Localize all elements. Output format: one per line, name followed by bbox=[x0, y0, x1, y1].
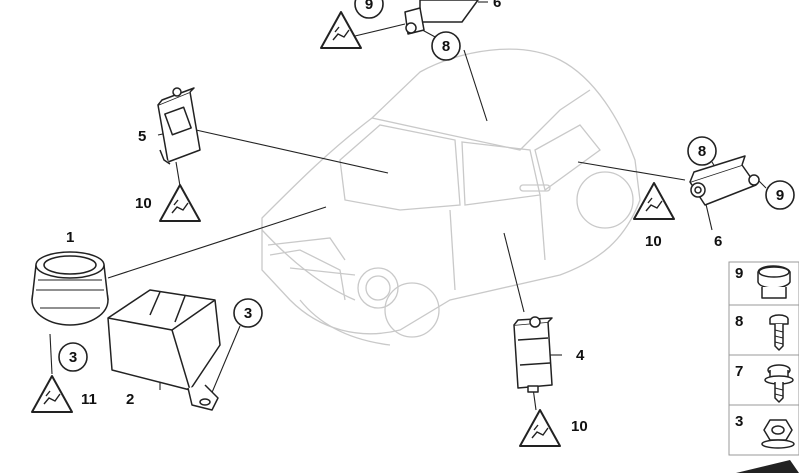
plug-icon bbox=[757, 265, 791, 299]
warning-triangles bbox=[31, 11, 675, 447]
callout-circle-3-mid bbox=[233, 298, 263, 328]
warning-triangle-icon bbox=[320, 11, 362, 49]
callout-circle-3-left bbox=[58, 342, 88, 372]
label-9-right: 9 bbox=[776, 187, 784, 204]
fastener-panel bbox=[728, 261, 799, 473]
callout-circle-8-right bbox=[687, 136, 717, 166]
label-10-left: 10 bbox=[135, 195, 152, 212]
warning-triangle-icon bbox=[31, 375, 73, 413]
label-6-right: 6 bbox=[714, 233, 722, 250]
callout-circle-8-top bbox=[431, 31, 461, 61]
label-3-left: 3 bbox=[69, 349, 77, 366]
callout-labels: 9 6 8 5 10 8 9 10 6 1 3 3 11 2 4 10 9 8 … bbox=[66, 0, 784, 435]
part-5-control-unit bbox=[157, 87, 201, 165]
part-1-round-unit bbox=[31, 251, 109, 326]
label-1: 1 bbox=[66, 229, 74, 246]
warning-triangle-icon bbox=[633, 182, 675, 220]
label-5: 5 bbox=[138, 128, 146, 145]
callout-circle-9-right bbox=[765, 180, 795, 210]
panel-label-9: 9 bbox=[735, 265, 743, 282]
panel-label-8: 8 bbox=[735, 313, 743, 330]
nut-icon bbox=[761, 419, 795, 449]
car-outline bbox=[261, 48, 641, 346]
part-6-top-unit bbox=[404, 0, 488, 35]
screw-icon bbox=[769, 314, 789, 351]
label-4: 4 bbox=[576, 347, 585, 364]
warning-triangle-icon bbox=[159, 184, 201, 222]
label-9-top: 9 bbox=[365, 0, 373, 13]
part-4-control-module bbox=[513, 316, 553, 393]
label-11: 11 bbox=[81, 391, 97, 408]
label-2: 2 bbox=[126, 391, 134, 408]
label-10-right: 10 bbox=[645, 233, 662, 250]
label-10-bottom: 10 bbox=[571, 418, 588, 435]
callout-circle-9-top bbox=[354, 0, 384, 19]
warning-triangle-icon bbox=[519, 409, 561, 447]
label-3-mid: 3 bbox=[244, 305, 252, 322]
panel-label-3: 3 bbox=[735, 413, 743, 430]
label-6-top: 6 bbox=[493, 0, 501, 11]
flange-screw-icon bbox=[764, 364, 794, 403]
part-6-right-sensor bbox=[689, 155, 760, 206]
panel-label-7: 7 bbox=[735, 363, 743, 380]
label-8-top: 8 bbox=[442, 38, 450, 55]
callout-circles bbox=[58, 0, 795, 372]
label-8-right: 8 bbox=[698, 143, 706, 160]
part-2-box-module bbox=[107, 289, 221, 411]
